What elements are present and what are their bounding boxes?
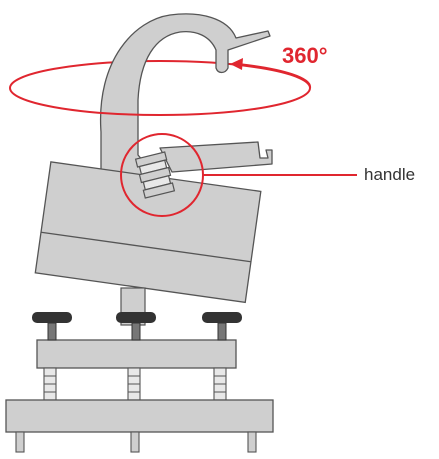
rotation-label: 360° xyxy=(282,43,328,68)
knob-right xyxy=(202,312,242,341)
foot-left xyxy=(15,431,25,453)
foot-right xyxy=(247,431,257,453)
rod-left xyxy=(43,367,57,401)
upper-crossbar xyxy=(36,339,237,369)
handle-arm xyxy=(159,141,273,173)
rod-right xyxy=(213,367,227,401)
foot-center xyxy=(130,431,140,453)
handle-callout-label: handle xyxy=(364,165,415,184)
knob-center xyxy=(116,312,156,341)
rotation-ellipse-front xyxy=(9,63,312,116)
base-plate xyxy=(5,399,274,433)
rotation-ellipse-back xyxy=(9,60,311,89)
rod-center xyxy=(127,367,141,401)
rotation-arrow-icon xyxy=(230,58,243,70)
knob-left xyxy=(32,312,72,341)
handle-coupling xyxy=(134,151,176,199)
